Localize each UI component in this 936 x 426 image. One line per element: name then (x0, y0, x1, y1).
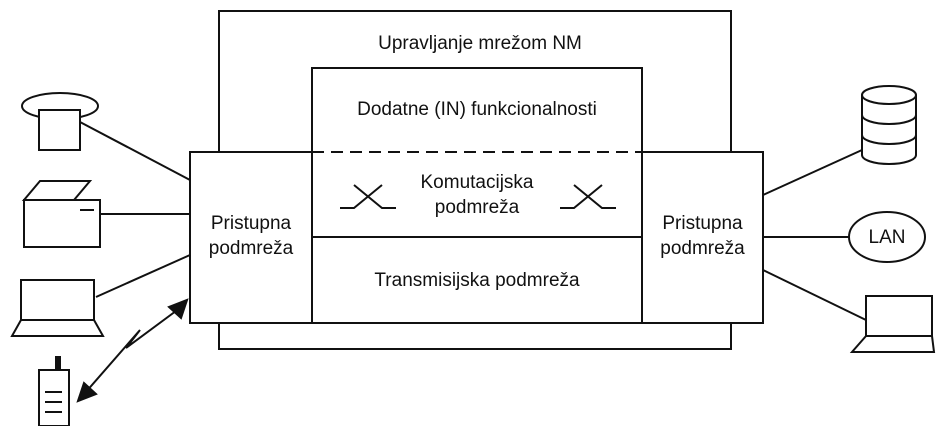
link-database (762, 149, 863, 196)
link-laptop-right (762, 269, 867, 321)
access-subnet-right-line2: podmreža (660, 238, 745, 259)
access-subnet-left-box (189, 151, 313, 324)
access-subnet-left-line2: podmreža (208, 238, 294, 259)
wireless-arrow-mobile (76, 381, 98, 403)
access-subnet-right-label: Pristupna podmreža (642, 211, 763, 261)
in-functions-label: Dodatne (IN) funkcionalnosti (357, 99, 597, 120)
wireless-arrow-access (167, 298, 189, 320)
wireless-link (84, 307, 181, 394)
telephone-icon (21, 92, 99, 151)
switching-subnet-line1: Komutacijska (420, 172, 534, 193)
lan-ellipse (848, 211, 926, 263)
switching-subnet-label: Komutacijska podmreža (392, 170, 562, 220)
access-subnet-left-line1: Pristupna (210, 213, 292, 234)
link-laptop-left (95, 254, 191, 298)
access-subnet-left-label: Pristupna podmreža (190, 211, 312, 261)
printer-icon (21, 180, 101, 248)
network-management-label: Upravljanje mrežom NM (378, 33, 582, 54)
laptop-icon-left (10, 279, 105, 337)
mobile-phone-icon (38, 356, 70, 426)
switch-symbol-left (340, 184, 396, 209)
link-telephone (79, 121, 191, 181)
transmission-subnet-label: Transmisijska podmreža (374, 270, 580, 291)
switching-subnet-line2: podmreža (434, 197, 520, 218)
lan-label: LAN (868, 227, 906, 248)
database-icon (861, 85, 917, 165)
access-subnet-right-line1: Pristupna (662, 213, 743, 234)
switch-symbol-right (560, 184, 616, 209)
laptop-icon-right (849, 295, 936, 353)
